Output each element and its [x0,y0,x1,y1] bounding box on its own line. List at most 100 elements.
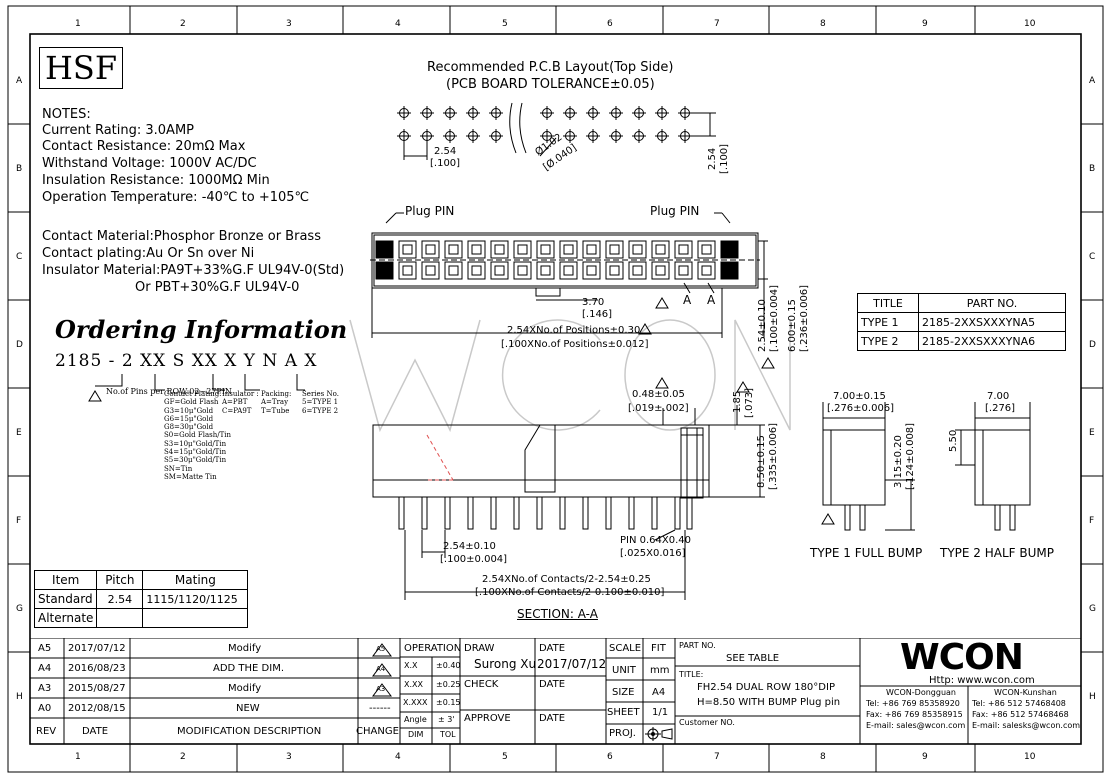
tol-xxxx-value: ±0.15 [436,698,461,707]
customer-no-label: Customer NO. [679,718,735,727]
size-label: SIZE [612,687,635,698]
tol-dim-label: DIM [408,730,424,739]
zone-col-1-bottom: 1 [75,752,81,762]
note-current-rating: Current Rating: 3.0AMP [42,123,195,138]
zone-row-d: D [16,340,23,350]
third-angle-projection-icon [645,727,673,741]
series-title: Series No. [302,390,339,398]
insulator-title: Insulator : [222,390,259,398]
plug-pin-left-label: Plug PIN [405,204,455,218]
dim-185: 1.85 [732,390,743,413]
ordering-leaders [95,374,305,391]
plating-g3: G3=10μ"Gold [164,406,214,415]
plug-pin-right-label: Plug PIN [650,204,700,218]
rev-row4-date: 2012/08/15 [68,703,126,714]
note-contact-plating: Contact plating:Au Or Sn over Ni [42,246,255,261]
note-insulation-resistance: Insulation Resistance: 1000MΩ Min [42,173,270,188]
wcon-watermark [349,319,791,433]
draw-date-label: DATE [539,643,566,654]
dim-850-in: [.335±0.006] [768,422,779,490]
section-pitch-dim: 2.54±0.10 [443,541,496,552]
hsf-logo-box: HSF [39,47,123,89]
rev-row3-rev: A3 [38,683,52,694]
pcb-hole-row-1 [397,106,692,120]
ordering-title: Ordering Information [55,315,348,344]
dim-550: 5.50 [948,429,959,452]
pcb-pitch-dim: 2.54 [434,146,457,157]
dim-370: 3.70 [582,297,605,308]
unit-label: UNIT [612,665,636,676]
rev-header-desc: MODIFICATION DESCRIPTION [177,726,322,737]
dim-700-type1: 7.00±0.15 [833,391,886,402]
tol-xxx-label: X.XX [404,680,423,689]
tol-angle-value: ± 3' [438,715,455,724]
note-operation-temperature: Operation Temperature: -40℃ to +105℃ [42,190,310,205]
zone-row-c-right: C [1089,252,1096,262]
contacts-dim-in: [.100XNo.of Contacts/2-0.100±0.010] [475,587,665,598]
type-table-header-title: TITLE [857,293,919,313]
packing-t: T=Tube [261,406,290,415]
tol-angle-label: Angle [404,715,427,724]
sheet-label: SHEET [607,707,640,718]
plating-list: Contact Plating: GF=Gold Flash G3=10μ"Go… [164,390,231,481]
plating-g8: G8=30μ"Gold [164,423,214,432]
zone-col-3: 3 [286,19,292,29]
mating-header-item: Item [33,570,98,590]
kunshan-email: E-mail: salesks@wcon.com [972,721,1081,730]
pcb-pitch-dim-in: [.100] [430,158,461,169]
zone-col-2-bottom: 2 [180,752,186,762]
kunshan-fax: Fax: +86 512 57468468 [972,710,1069,719]
dongguan-tel: Tel: +86 769 85358920 [866,699,960,708]
zone-col-2: 2 [180,19,186,29]
dongguan-fax: Fax: +86 769 85358915 [866,710,963,719]
note-withstand-voltage: Withstand Voltage: 1000V AC/DC [42,156,257,171]
company-http: Http: www.wcon.com [929,675,1035,686]
ordering-code: 2185 - 2 XX S XX X Y N A X [55,351,318,371]
check-date-label: DATE [539,679,566,690]
tol-tol-label: TOL [440,730,456,739]
zone-col-3-bottom: 3 [286,752,292,762]
zone-col-10: 10 [1024,19,1036,29]
zone-row-c: C [16,252,23,262]
packing-a: A=Tray [261,398,289,407]
rev-a3-triangle-icon [88,390,102,402]
dongguan-name: WCON-Dongguan [886,688,956,697]
rev-header-change: CHANGE [356,726,399,737]
dim-254-row-in: [.100±0.004] [769,284,780,352]
sheet-value: 1/1 [652,707,669,718]
note-insulator-alt: Or PBT+30%G.F UL94V-0 [135,280,300,295]
tolerance-header: OPERATION [404,643,462,654]
plating-sn: SN=Tin [164,464,193,473]
dim-048-in: [.019±.002] [628,403,689,414]
mating-row1-mating: 1115/1120/1125 [142,589,249,609]
rev-header-rev: REV [36,726,57,737]
pcb-hole-pattern [397,102,716,160]
plating-s4: S4=15μ"Gold/Tin [164,448,227,457]
type1-label: TYPE 1 FULL BUMP [810,546,923,560]
note-insulator-material: Insulator Material:PA9T+33%G.F UL94V-0(S… [42,263,345,278]
dim-600-in: [.236±0.006] [799,284,810,352]
type-table-row2-partno: 2185-2XXSXXXYNA6 [918,331,1066,351]
dim-700-type2: 7.00 [987,391,1010,402]
mating-table: Item Pitch Mating Standard 2.54 1115/112… [33,570,249,628]
zone-row-b: B [16,164,23,174]
zone-row-h-right: H [1089,692,1096,702]
rev-row1-date: 2017/07/12 [68,643,126,654]
rev-row3-date: 2015/08/27 [68,683,126,694]
notes-header: NOTES: [42,107,91,122]
rev-a1-triangle-icon-2 [761,357,775,369]
rev-a1-triangle-icon [638,323,652,335]
zone-row-e-right: E [1089,428,1095,438]
pcb-hole-row-2 [397,129,692,143]
dim-850: 8.50±0.15 [756,435,767,488]
insulator-list: Insulator : A=PBT C=PA9T [222,390,259,415]
rev-row4-desc: NEW [236,703,260,714]
title-line-2: H=8.50 WITH BUMP Plug pin [697,697,841,708]
zone-col-7: 7 [714,19,720,29]
zone-col-6-bottom: 6 [607,752,613,762]
rev-row2-rev: A4 [38,663,52,674]
rev-row4-rev: A0 [38,703,52,714]
rev-row2-desc: ADD THE DIM. [213,663,285,674]
